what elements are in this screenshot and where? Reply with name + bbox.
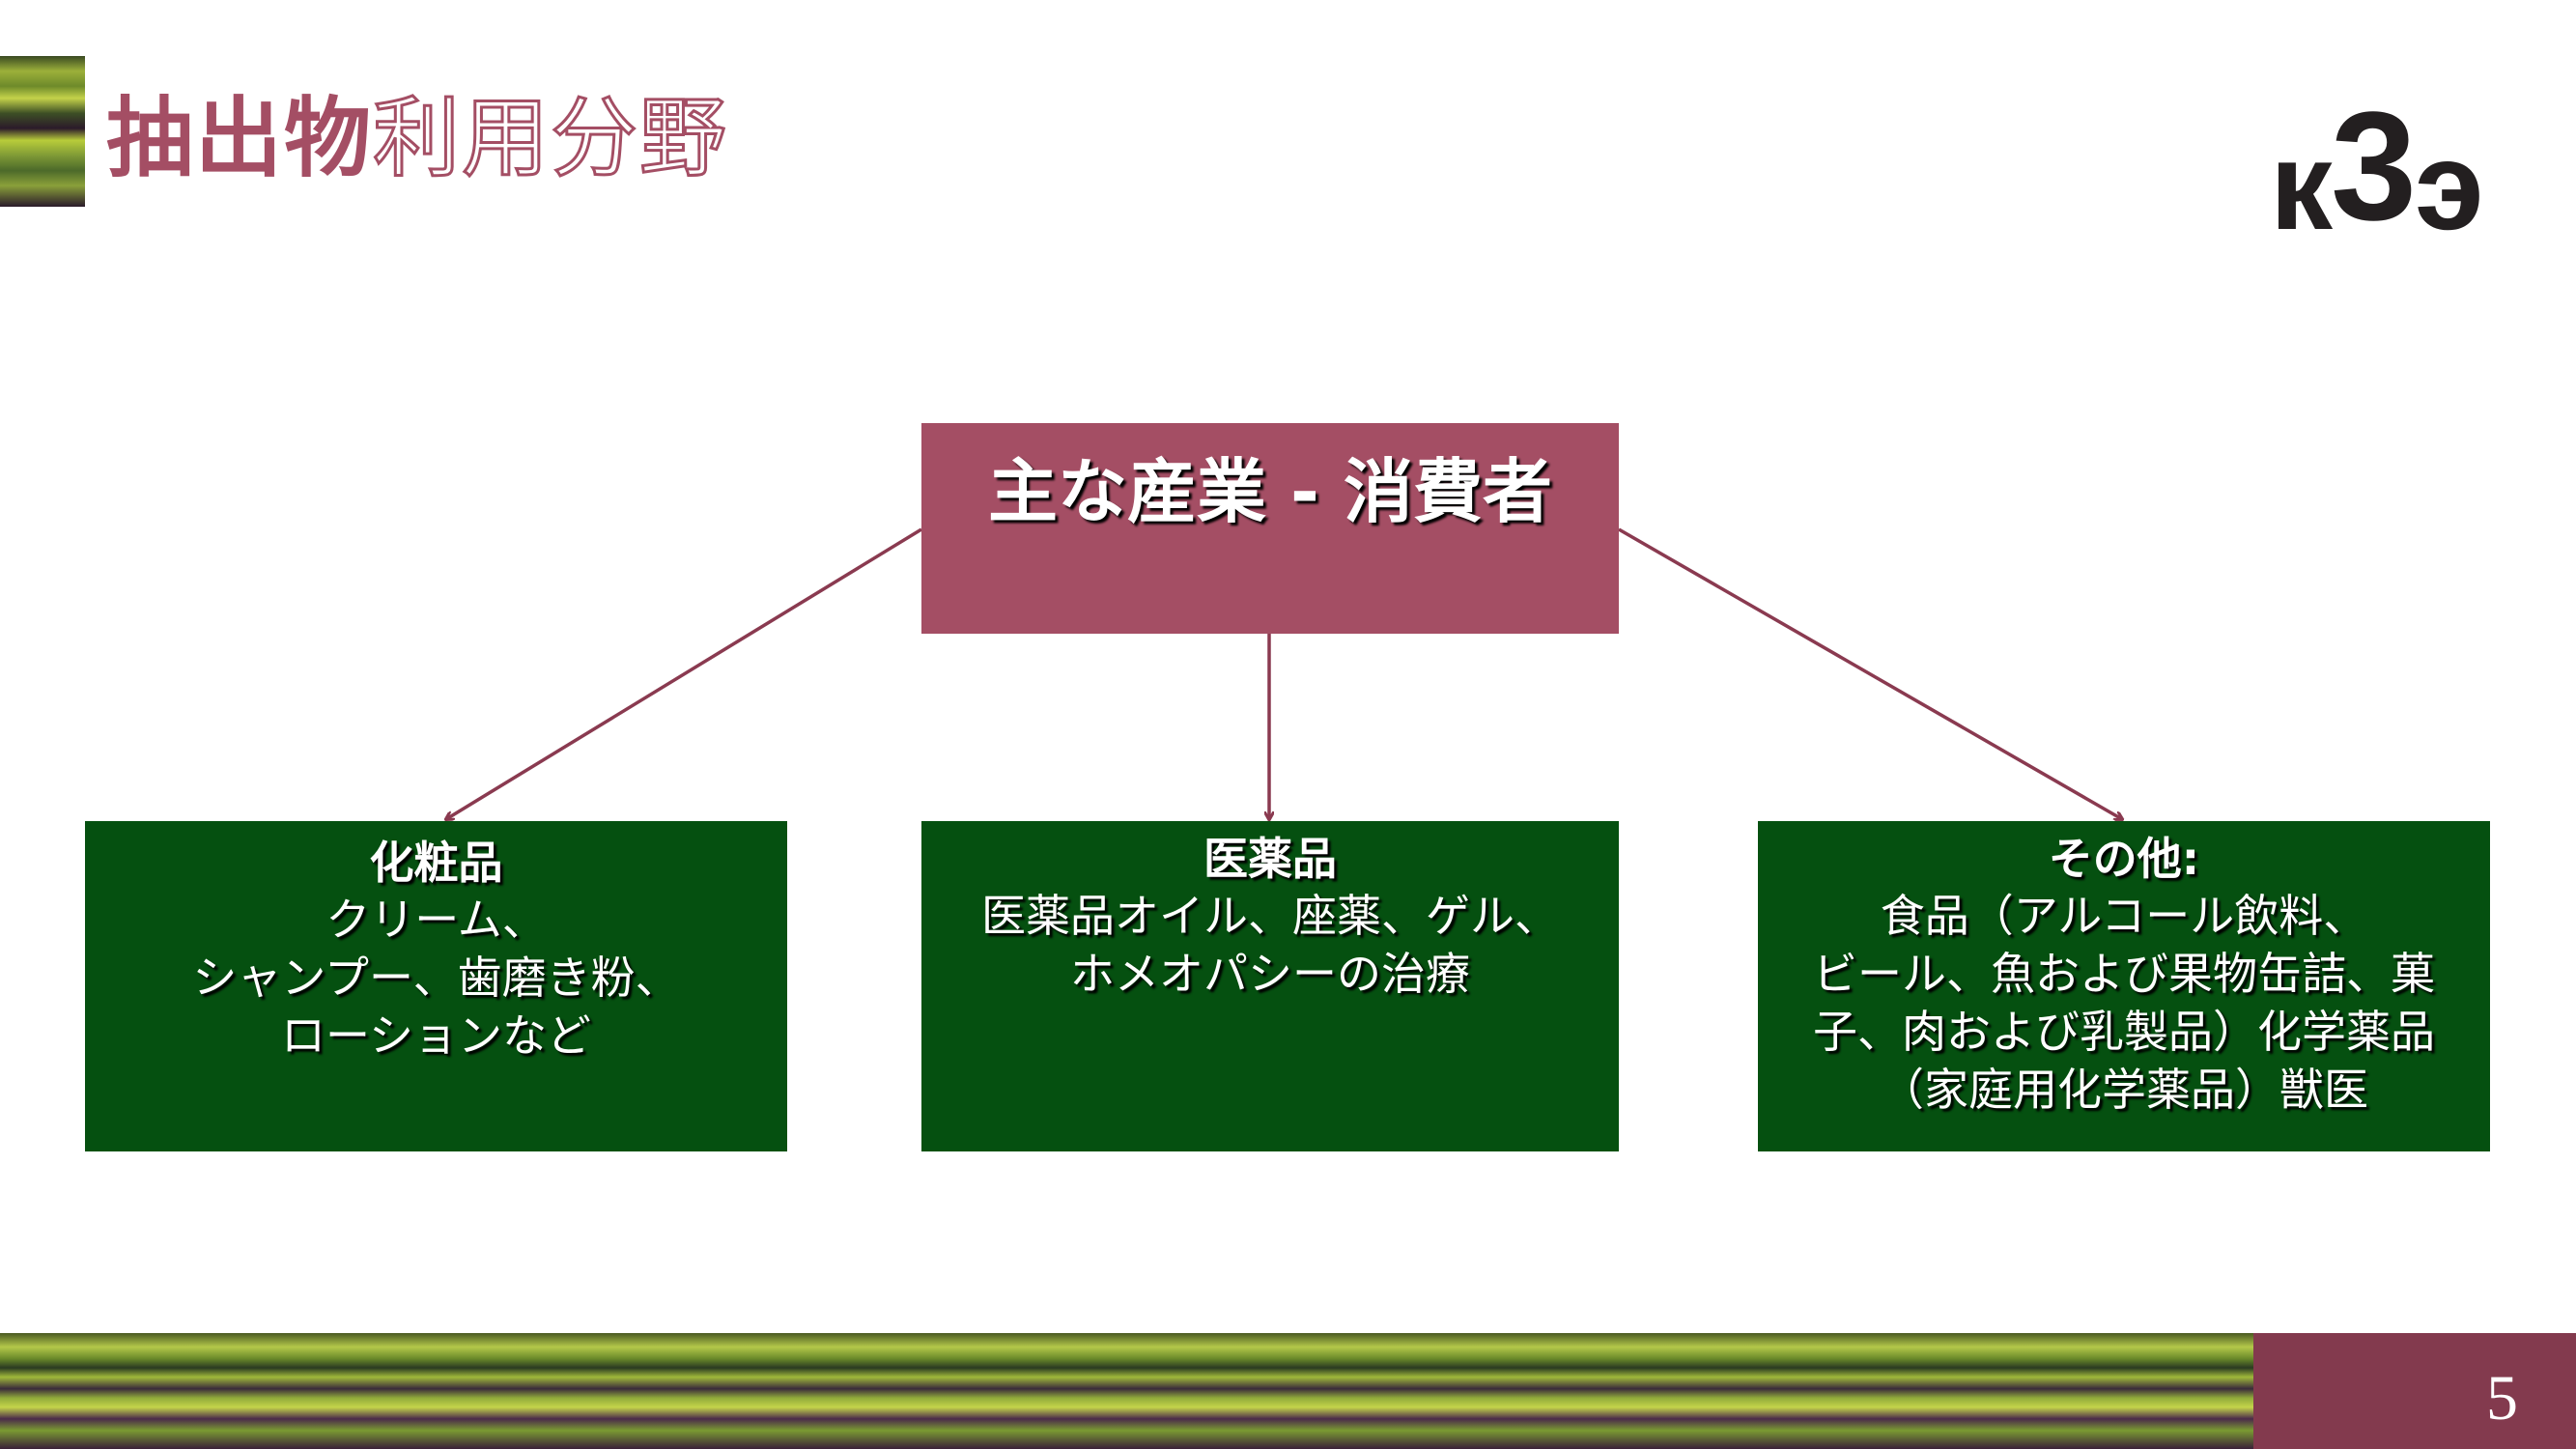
decorative-grass-strip: [0, 56, 85, 207]
root-node: 主な産業 - 消費者: [921, 423, 1619, 634]
node-text: クリーム、 シャンプー、歯磨き粉、 ローションなど: [192, 894, 680, 1062]
page-number-box: 5: [2253, 1333, 2576, 1449]
node-heading: 医薬品: [1203, 833, 1337, 885]
arrow-to-other: [1618, 527, 2122, 819]
company-logo: к3э: [2270, 79, 2484, 256]
page-title: 抽出物利用分野: [106, 68, 728, 193]
node-text: 医薬品オイル、座薬、ゲル、 ホメオパシーの治療: [981, 890, 1559, 1000]
title-bold-part: 抽出物: [106, 88, 373, 189]
node-pharmaceuticals: 医薬品 医薬品オイル、座薬、ゲル、 ホメオパシーの治療: [921, 821, 1619, 1151]
node-heading: 化粧品: [369, 837, 503, 889]
node-text: 食品（アルコール飲料、 ビール、魚および果物缶詰、菓 子、肉および乳製品）化学薬…: [1813, 890, 2435, 1116]
node-cosmetics: 化粧品 クリーム、 シャンプー、歯磨き粉、 ローションなど: [85, 821, 787, 1151]
title-outline-part: 利用分野: [372, 87, 728, 191]
node-heading: その他:: [2048, 833, 2200, 885]
page-number: 5: [2486, 1363, 2518, 1434]
arrow-to-cosmetics: [446, 527, 922, 819]
node-other: その他: 食品（アルコール飲料、 ビール、魚および果物缶詰、菓 子、肉および乳製…: [1758, 821, 2490, 1151]
decorative-footer-band: [0, 1333, 2253, 1449]
